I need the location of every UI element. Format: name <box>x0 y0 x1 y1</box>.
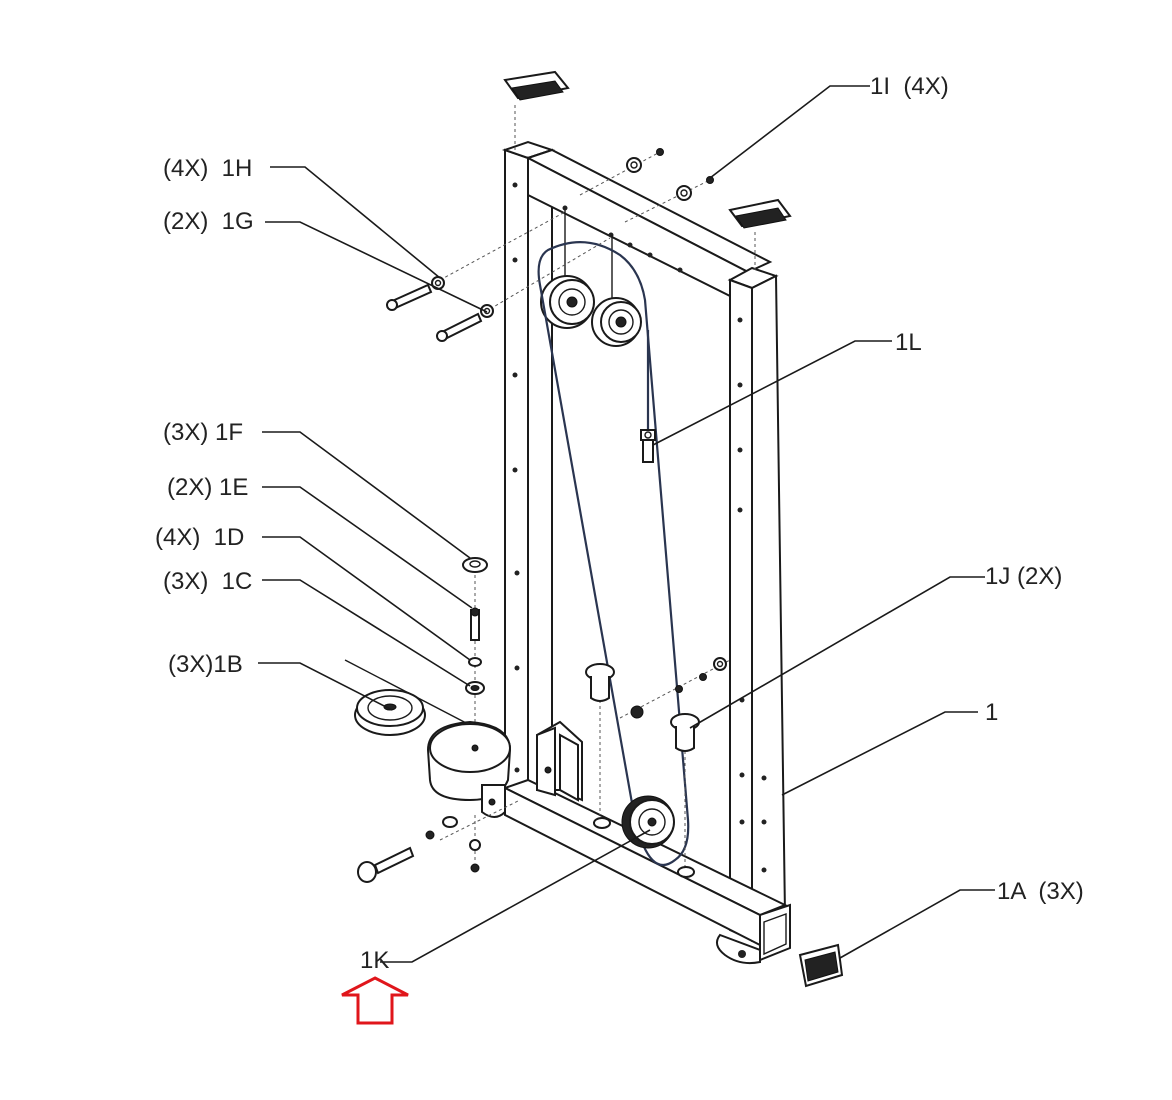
label-1B: (3X)1B <box>168 651 243 678</box>
label-1A: 1A (3X) <box>997 878 1084 905</box>
label-1I: 1I (4X) <box>870 73 949 100</box>
label-1L: 1L <box>895 329 922 356</box>
label-1J: 1J (2X) <box>985 563 1062 590</box>
bracket <box>536 720 583 802</box>
end-cap-bottom <box>798 943 844 988</box>
label-1E: (2X) 1E <box>167 474 248 501</box>
label-1H: (4X) 1H <box>163 155 252 182</box>
bottom-pulley-1K <box>621 795 675 849</box>
lower-left-bolt <box>357 799 521 883</box>
end-cap-top-right <box>728 198 792 270</box>
end-cap-top-left <box>503 70 570 150</box>
label-1K: 1K <box>360 947 389 974</box>
mid-nuts <box>619 657 731 719</box>
label-1: 1 <box>985 699 998 726</box>
hardware-stack-1C-1F <box>462 557 488 760</box>
leader-lines <box>258 85 995 963</box>
bolts-1G-1H <box>386 211 611 342</box>
label-1C: (3X) 1C <box>163 568 252 595</box>
snap-hook-1L <box>640 429 656 463</box>
label-1G: (2X) 1G <box>163 208 254 235</box>
main-frame <box>501 140 791 965</box>
top-pulleys <box>540 210 642 347</box>
label-1F: (3X) 1F <box>163 419 243 446</box>
label-1D: (4X) 1D <box>155 524 244 551</box>
pulley-housing <box>426 720 512 818</box>
up-arrow-icon <box>341 976 409 1025</box>
pulley-1B <box>344 659 471 736</box>
nuts-1I <box>579 148 714 223</box>
